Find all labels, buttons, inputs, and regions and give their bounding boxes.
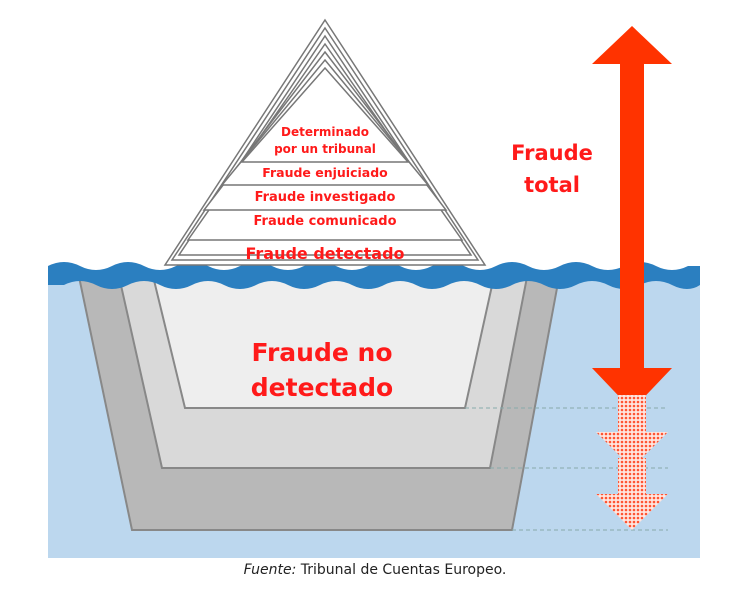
dotted-arrow-extension-1 — [596, 395, 668, 468]
label-total-fraud-line2: total — [524, 173, 580, 197]
pyramid-level-tribunal — [240, 66, 410, 163]
label-prosecuted: Fraude enjuiciado — [262, 165, 388, 180]
dotted-arrow-extension-2 — [596, 458, 668, 530]
label-determined-line2: por un tribunal — [274, 142, 376, 156]
source-label: Fuente: — [243, 562, 297, 578]
water-surface-wave — [48, 262, 700, 289]
label-communicated: Fraude comunicado — [254, 214, 397, 229]
source-caption: Fuente: Tribunal de Cuentas Europeo. — [0, 562, 750, 578]
total-fraud-arrow — [592, 26, 672, 410]
label-determined-line1: Determinado — [281, 125, 369, 139]
pyramid-outline — [170, 26, 480, 261]
label-undetected-line2: detectado — [251, 373, 393, 402]
source-text: Tribunal de Cuentas Europeo. — [300, 562, 507, 578]
label-undetected-line1: Fraude no — [251, 338, 392, 367]
pyramid-outline — [177, 34, 473, 256]
label-detected: Fraude detectado — [245, 244, 404, 263]
label-total-fraud-line1: Fraude — [511, 141, 593, 165]
label-investigated: Fraude investigado — [255, 190, 396, 205]
